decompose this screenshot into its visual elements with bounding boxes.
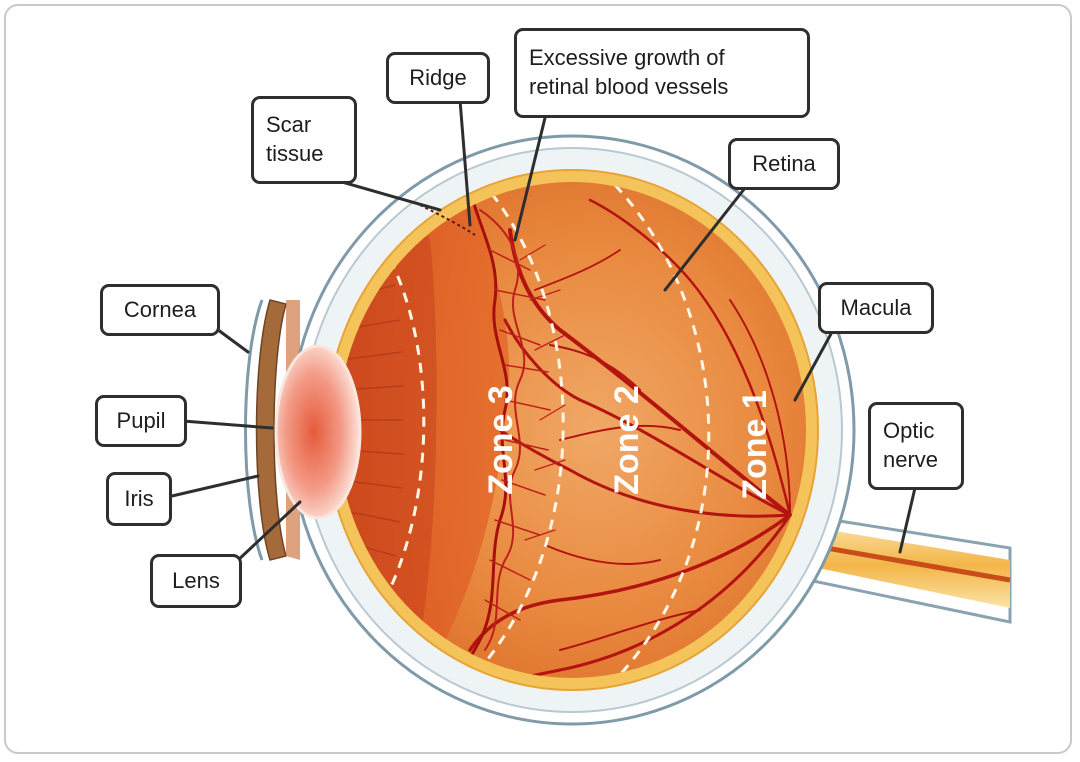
label-cornea: Cornea [100,284,220,336]
leader-macula [793,330,834,402]
zone-1-text: Zone 1 [736,390,774,500]
zone-boundaries [358,182,711,678]
leader-excessive-growth [513,116,547,242]
scar-tissue-mark [419,204,476,236]
label-macula: Macula [818,282,934,334]
label-scar-tissue: Scar tissue [251,96,357,184]
diagram-frame [4,4,1072,754]
label-pupil: Pupil [95,395,187,447]
leader-iris [170,474,260,498]
label-ridge: Ridge [386,52,490,104]
label-iris: Iris [106,472,172,526]
label-excessive-growth: Excessive growth of retinal blood vessel… [514,28,810,118]
leader-lens [234,500,302,564]
leader-ridge [458,98,472,227]
anterior-segment [244,299,362,561]
leader-optic-nerve [898,486,917,554]
lens-shape [274,344,362,520]
zone-3-text: Zone 3 [482,385,520,495]
leader-retina [663,186,747,292]
label-lens: Lens [150,554,242,608]
label-retina: Retina [728,138,840,190]
label-optic-nerve: Optic nerve [868,402,964,490]
zone-2-text: Zone 2 [608,385,646,495]
leader-pupil [168,418,274,430]
